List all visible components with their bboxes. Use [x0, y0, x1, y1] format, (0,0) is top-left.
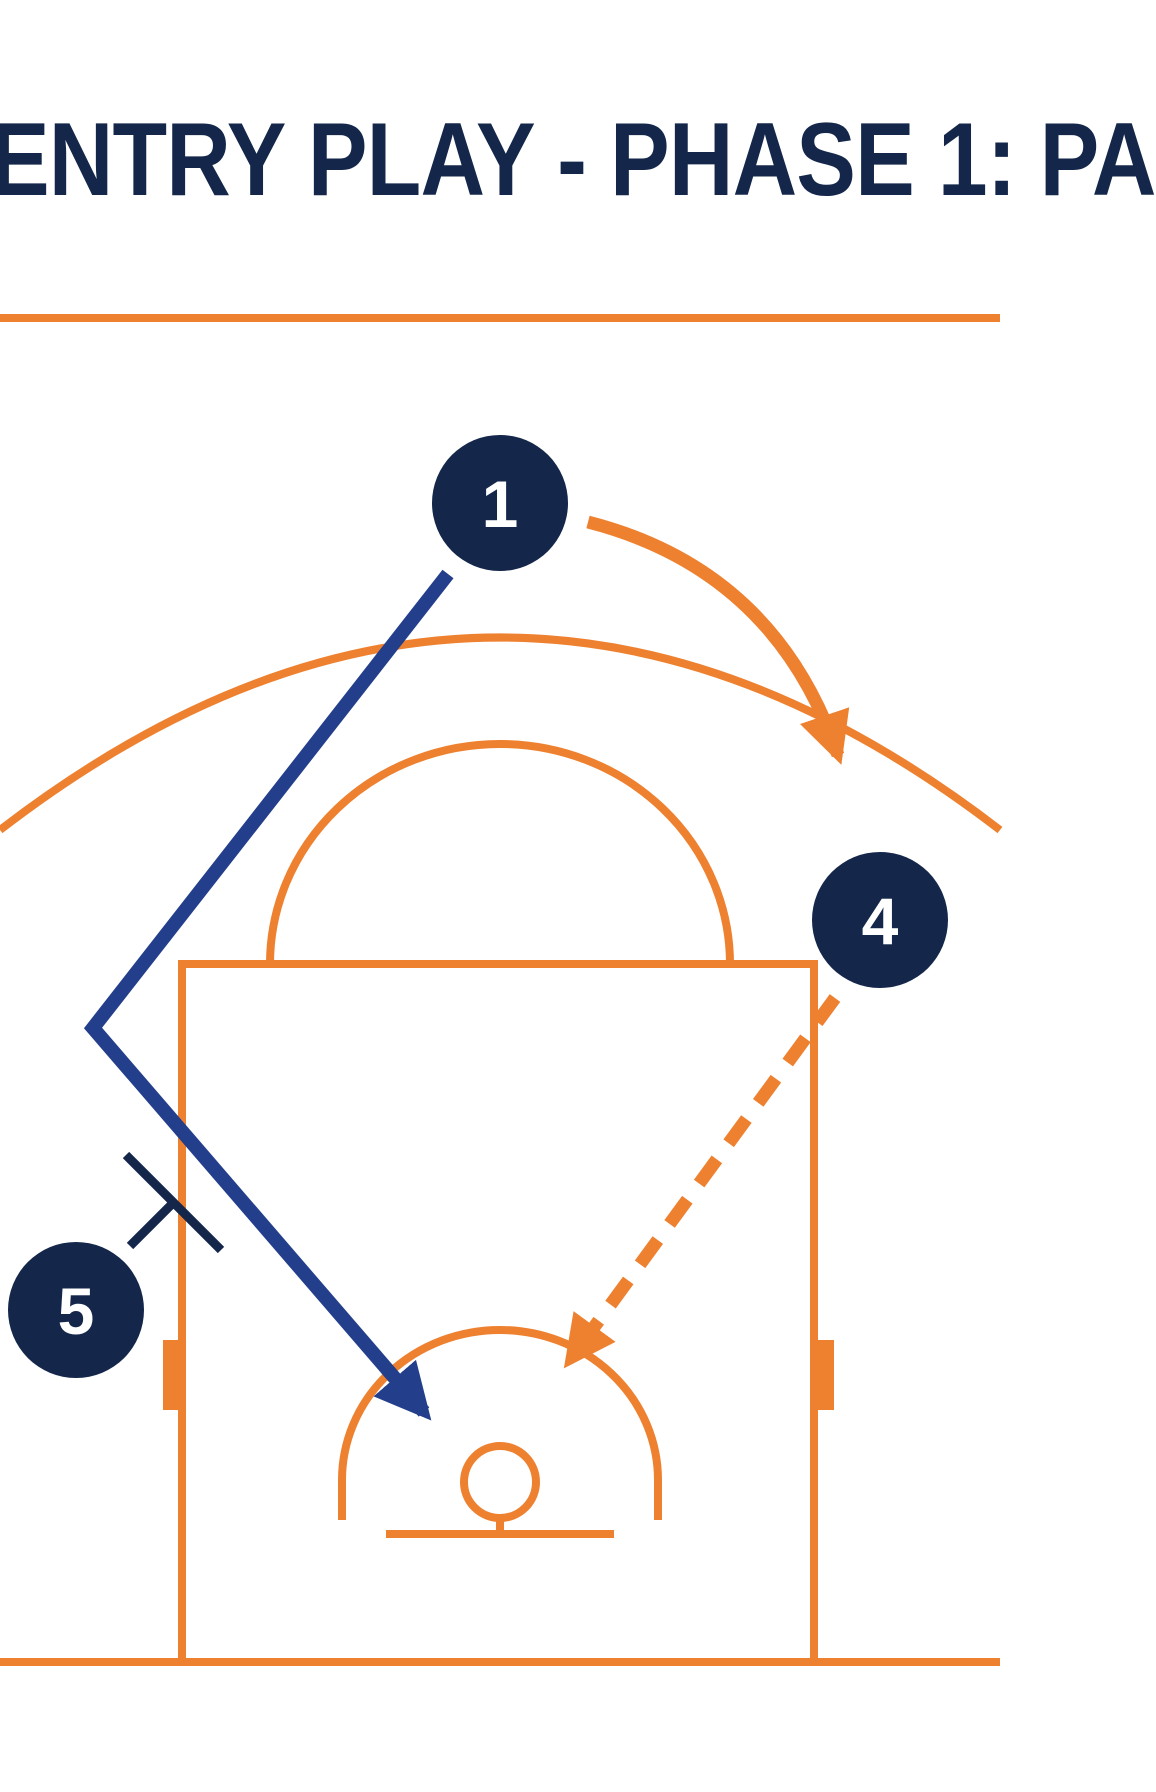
lane-block-left: [163, 1340, 179, 1410]
court-lines: [0, 314, 1003, 1666]
lane-blocks: [163, 1340, 834, 1410]
title-bar: ENTRY PLAY - PHASE 1: PA: [0, 100, 1156, 220]
half-court-diagram: 1 4 5: [0, 314, 1003, 1666]
player-4: 4: [812, 852, 948, 988]
player-1-marker: [432, 435, 568, 571]
player-5-marker: [8, 1242, 144, 1378]
play-title: ENTRY PLAY - PHASE 1: PA: [0, 102, 1156, 218]
player-5-number: 5: [58, 1274, 95, 1348]
screen-marker: [122, 1151, 225, 1254]
player-1-number: 1: [482, 467, 519, 541]
three-point-arc: [0, 633, 1003, 834]
free-throw-circle: [266, 740, 734, 965]
rim: [460, 1442, 540, 1522]
lane-block-right: [818, 1340, 834, 1410]
cut-arrow-1-to-basket: [83, 569, 454, 1421]
player-5: 5: [8, 1242, 144, 1378]
player-4-marker: [812, 852, 948, 988]
screen-stem: [126, 1198, 178, 1250]
movement-arrow-1-to-4: [586, 515, 850, 765]
player-1: 1: [432, 435, 568, 571]
key-lane: [178, 960, 818, 1666]
pass-arrow-4-to-basket: [563, 994, 841, 1369]
restricted-area-arc: [338, 1326, 662, 1520]
player-4-number: 4: [862, 884, 899, 958]
